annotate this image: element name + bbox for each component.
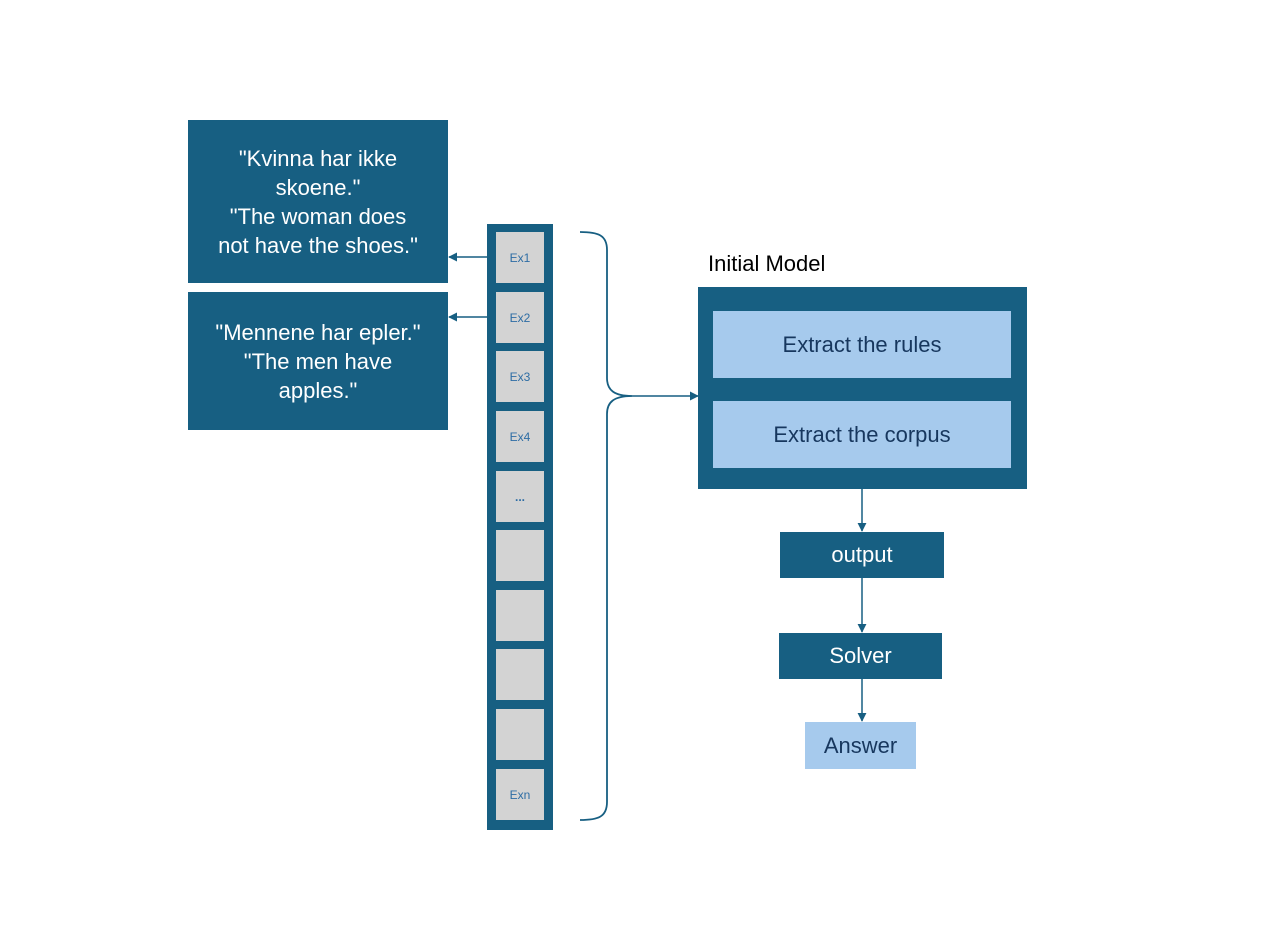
output-box: output: [780, 532, 944, 578]
extract-corpus-step: Extract the corpus: [713, 401, 1011, 468]
solver-box: Solver: [779, 633, 942, 679]
example-box-1: "Kvinna har ikke skoene." "The woman doe…: [188, 120, 448, 283]
initial-model-box: Extract the rules Extract the corpus: [698, 287, 1027, 489]
strip-cell-empty: [496, 709, 544, 760]
strip-cell-empty: [496, 530, 544, 581]
model-label: Initial Model: [708, 251, 826, 276]
strip-cell-ellipsis: ...: [496, 471, 544, 522]
brace: [579, 231, 633, 821]
example-strip: Ex1 Ex2 Ex3 Ex4 ... Exn: [487, 224, 553, 830]
answer-box: Answer: [805, 722, 916, 769]
strip-cell-empty: [496, 649, 544, 700]
strip-cell-empty: [496, 590, 544, 641]
strip-cell-ex4: Ex4: [496, 411, 544, 462]
strip-cell-exn: Exn: [496, 769, 544, 820]
strip-cell-ex2: Ex2: [496, 292, 544, 343]
extract-rules-step: Extract the rules: [713, 311, 1011, 378]
example-box-2: "Mennene har epler." "The men have apple…: [188, 292, 448, 430]
strip-cell-ex1: Ex1: [496, 232, 544, 283]
strip-cell-ex3: Ex3: [496, 351, 544, 402]
